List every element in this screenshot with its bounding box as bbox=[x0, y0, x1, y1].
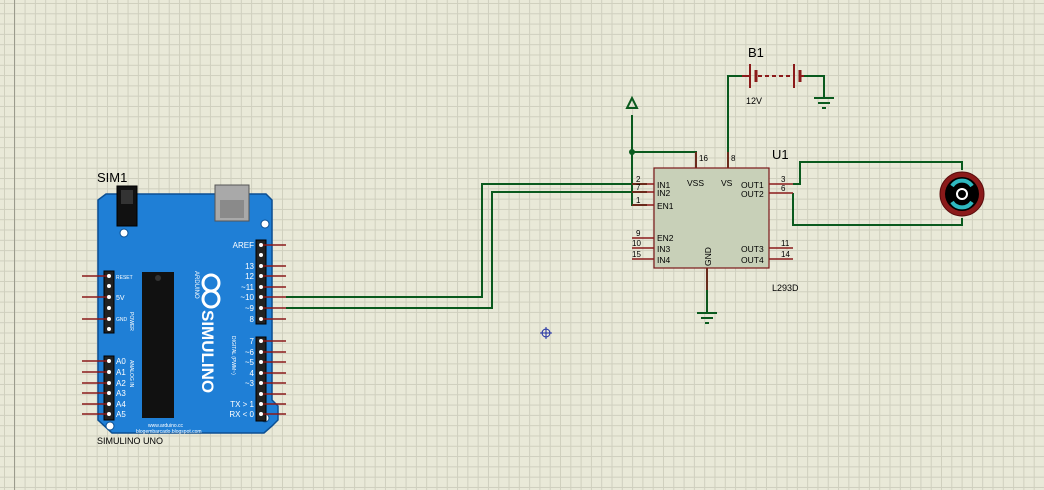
pin-reset: RESET bbox=[116, 275, 133, 281]
driver-label-out1: OUT1 bbox=[741, 180, 764, 190]
driver-label-en1: EN1 bbox=[657, 201, 674, 211]
power-terminal[interactable] bbox=[625, 95, 639, 109]
wire-out1-motor[interactable] bbox=[793, 161, 963, 185]
url-line2: blogembarcado.blogspot.com bbox=[136, 429, 202, 435]
driver-label-vs: VS bbox=[721, 178, 733, 188]
pin-a0: A0 bbox=[116, 357, 126, 366]
arduino-word: ARDUINO bbox=[193, 271, 199, 299]
origin-marker bbox=[540, 327, 552, 339]
wire-out2-motor[interactable] bbox=[792, 193, 963, 226]
wire-battery-ground[interactable] bbox=[804, 75, 825, 98]
wire-d9-in2[interactable] bbox=[286, 191, 647, 309]
brand-text: SIMULINO bbox=[198, 310, 217, 393]
pin-9: ~9 bbox=[245, 304, 255, 313]
ground-symbol-driver[interactable] bbox=[697, 312, 717, 324]
pin-1: TX > 1 bbox=[230, 400, 254, 409]
driver-pin-16: 16 bbox=[699, 154, 708, 163]
power-label: POWER bbox=[128, 312, 134, 331]
pin-5: ~5 bbox=[245, 358, 255, 367]
arduino-name: SIMULINO UNO bbox=[97, 436, 163, 446]
driver-pin-6: 6 bbox=[781, 184, 786, 193]
junction-dot bbox=[629, 149, 635, 155]
driver-ref: U1 bbox=[772, 147, 789, 162]
battery-b1[interactable] bbox=[742, 64, 804, 88]
pin-4: 4 bbox=[250, 369, 255, 378]
pin-12: 12 bbox=[245, 272, 254, 281]
pin-3: ~3 bbox=[245, 379, 255, 388]
driver-label-in4: IN4 bbox=[657, 255, 671, 265]
driver-pin-2: 2 bbox=[636, 175, 641, 184]
arduino-ref: SIM1 bbox=[97, 170, 127, 185]
l293d-driver[interactable]: IN1 IN2 EN1 EN2 IN3 IN4 2 7 1 9 10 15 OU… bbox=[632, 152, 793, 290]
driver-label-en2: EN2 bbox=[657, 233, 674, 243]
pin-13: 13 bbox=[245, 262, 254, 271]
driver-pin-15: 15 bbox=[632, 250, 641, 259]
driver-label-gnd: GND bbox=[703, 247, 713, 266]
pin-a3: A3 bbox=[116, 389, 126, 398]
pin-gnd: GND bbox=[116, 317, 128, 323]
driver-pin-14: 14 bbox=[781, 250, 790, 259]
digital-label: DIGITAL (PWM~) bbox=[230, 336, 236, 375]
driver-pin-11: 11 bbox=[781, 239, 790, 248]
pin-10: ~10 bbox=[240, 293, 254, 302]
driver-label-in1: IN1 bbox=[657, 180, 671, 190]
wire-vs-battery[interactable] bbox=[727, 75, 742, 168]
pin-5v: 5V bbox=[116, 295, 125, 302]
driver-label-in3: IN3 bbox=[657, 244, 671, 254]
driver-pin-9: 9 bbox=[636, 229, 641, 238]
driver-pin-8: 8 bbox=[731, 154, 736, 163]
pin-a5: A5 bbox=[116, 410, 126, 419]
pin-0: RX < 0 bbox=[229, 410, 254, 419]
pin-a4: A4 bbox=[116, 400, 126, 409]
driver-label-out3: OUT3 bbox=[741, 244, 764, 254]
arduino-board[interactable]: SIM1 ARDUINO SIMULINO www.arduino.cc blo… bbox=[82, 170, 286, 435]
driver-label-in2: IN2 bbox=[657, 188, 671, 198]
analog-label: ANALOG IN bbox=[128, 360, 134, 388]
driver-label-vss: VSS bbox=[687, 178, 704, 188]
driver-label-out2: OUT2 bbox=[741, 189, 764, 199]
driver-part: L293D bbox=[772, 283, 799, 293]
dc-motor[interactable] bbox=[939, 171, 985, 217]
pin-8: 8 bbox=[250, 315, 255, 324]
atmega-chip bbox=[142, 272, 174, 418]
pin-aref: AREF bbox=[233, 241, 254, 250]
sheet-margin-line bbox=[14, 0, 15, 490]
wire-vss-power[interactable] bbox=[632, 151, 697, 168]
pin-6: ~6 bbox=[245, 348, 255, 357]
pin-a1: A1 bbox=[116, 368, 126, 377]
ground-symbol-battery[interactable] bbox=[814, 97, 834, 109]
battery-value: 12V bbox=[746, 96, 762, 106]
driver-pin-7: 7 bbox=[636, 183, 641, 192]
pin-11: ~11 bbox=[241, 283, 255, 292]
pin-7: 7 bbox=[250, 337, 255, 346]
url-line1: www.arduino.cc bbox=[148, 423, 184, 429]
driver-pin-1: 1 bbox=[636, 196, 641, 205]
battery-ref: B1 bbox=[748, 45, 764, 60]
driver-pin-3: 3 bbox=[781, 175, 786, 184]
arduino-logo bbox=[201, 273, 221, 309]
wire-d10-in1[interactable] bbox=[286, 183, 647, 298]
driver-label-out4: OUT4 bbox=[741, 255, 764, 265]
driver-pin-10: 10 bbox=[632, 239, 641, 248]
pin-a2: A2 bbox=[116, 379, 126, 388]
wires bbox=[286, 75, 963, 312]
